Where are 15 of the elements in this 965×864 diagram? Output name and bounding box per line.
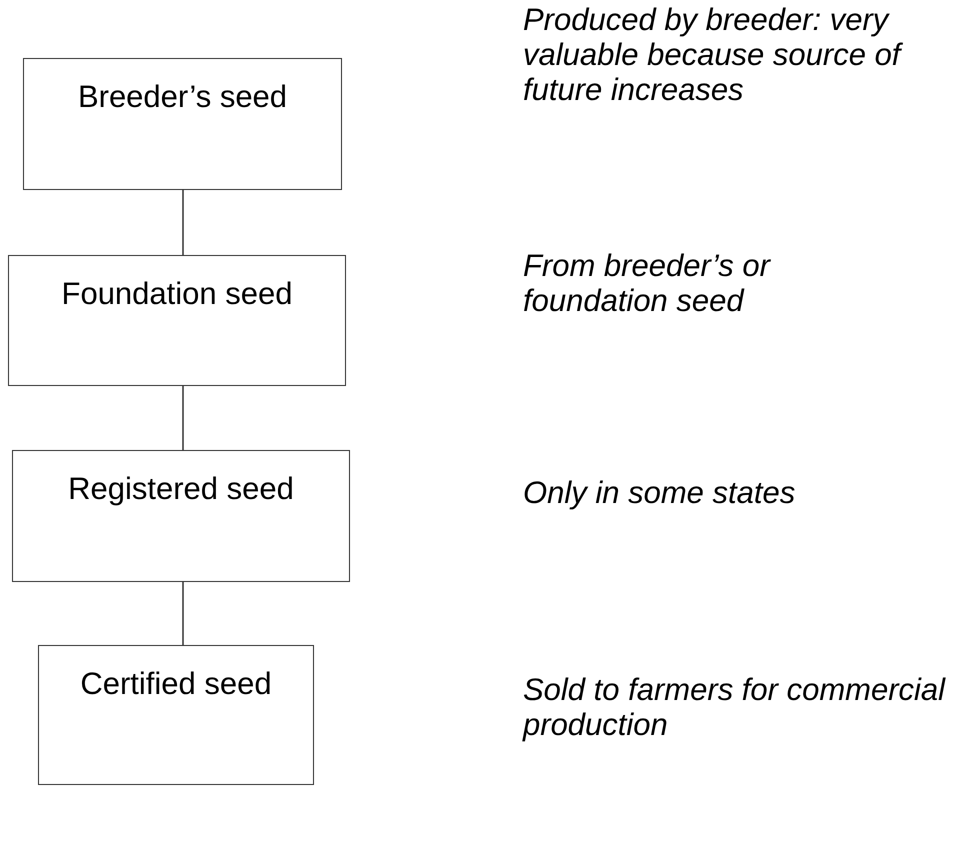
box-label: Certified seed [80, 666, 272, 702]
process-box [23, 58, 342, 190]
note-text: Sold to farmers for commercial production [523, 672, 947, 742]
connector-line [182, 582, 184, 645]
process-box [38, 645, 314, 785]
box-label: Breeder’s seed [78, 79, 288, 115]
box-label: Foundation seed [62, 276, 292, 312]
process-box [8, 255, 346, 386]
connector-line [182, 190, 184, 255]
note-text: Produced by breeder: very valuable because source of future increases [523, 2, 953, 107]
process-box [12, 450, 350, 582]
note-text: Only in some states [523, 475, 796, 510]
box-label: Registered seed [68, 471, 294, 507]
note-text: From breeder’s or foundation seed [523, 248, 772, 318]
connector-line [182, 386, 184, 450]
